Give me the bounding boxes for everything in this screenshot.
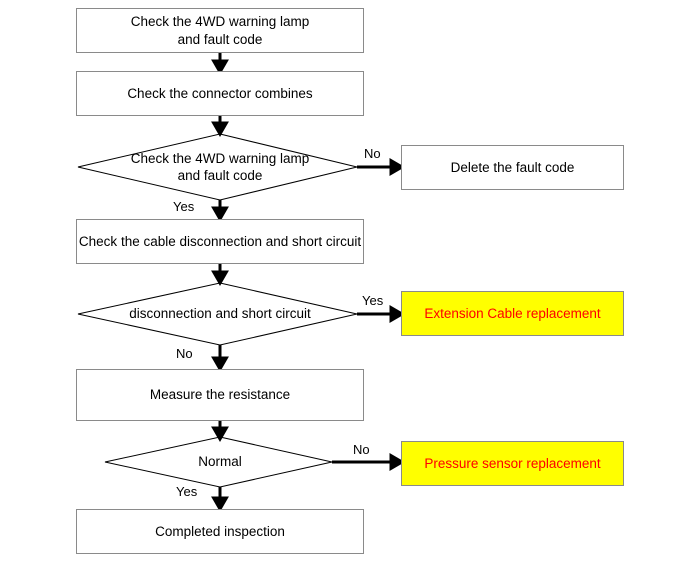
decision-shape-short-circuit: [77, 282, 358, 346]
decision-shape-warning-lamp: [77, 133, 358, 201]
node-check-connector-combines[interactable]: Check the connector combines: [76, 71, 364, 116]
node-label: Completed inspection: [155, 523, 285, 539]
edge-label-yes-2: Yes: [362, 293, 384, 308]
edge-label-yes-3: Yes: [176, 484, 198, 499]
node-label: Check the connector combines: [127, 85, 313, 101]
edge-label-no-1: No: [364, 146, 381, 161]
edge-label-no-3: No: [353, 442, 370, 457]
node-check-cable[interactable]: Check the cable disconnection and short …: [76, 219, 364, 264]
edge-label-yes-1: Yes: [173, 199, 195, 214]
edge-label-no-2: No: [176, 346, 193, 361]
node-completed-inspection[interactable]: Completed inspection: [76, 509, 364, 554]
node-label: Delete the fault code: [450, 159, 575, 175]
node-measure-resistance[interactable]: Measure the resistance: [76, 369, 364, 421]
node-label: Check the 4WD warning lamp and fault cod…: [130, 14, 310, 47]
node-delete-fault-code[interactable]: Delete the fault code: [401, 145, 624, 190]
node-pressure-sensor-replacement[interactable]: Pressure sensor replacement: [401, 441, 624, 486]
node-label: Measure the resistance: [149, 387, 291, 403]
node-check-warning-lamp-1[interactable]: Check the 4WD warning lamp and fault cod…: [76, 8, 364, 53]
node-extension-cable-replacement[interactable]: Extension Cable replacement: [401, 291, 624, 336]
node-label: Pressure sensor replacement: [424, 455, 601, 471]
decision-shape-normal: [104, 436, 333, 488]
node-label: Check the cable disconnection and short …: [78, 233, 362, 249]
node-label: Extension Cable replacement: [424, 305, 601, 321]
